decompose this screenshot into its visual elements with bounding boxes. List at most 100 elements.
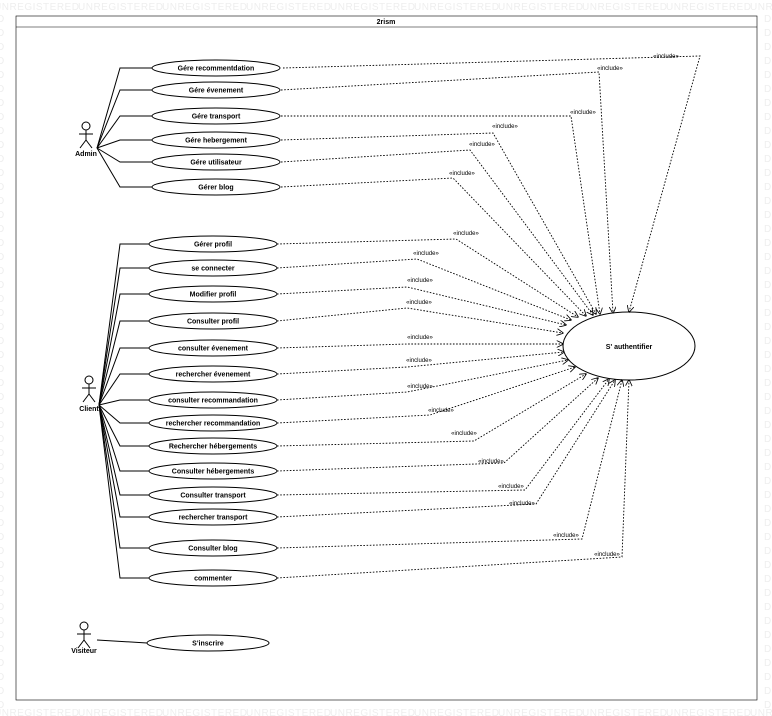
use-case-ellipse <box>151 107 281 125</box>
watermark-letter: D <box>0 532 5 543</box>
watermark-letter: D <box>0 14 5 25</box>
include-dependency <box>280 149 593 315</box>
use-case-ellipse <box>148 285 278 303</box>
watermark-letter: D <box>0 560 5 571</box>
use-case-s-inscrire[interactable]: S'inscrire <box>146 634 270 652</box>
use-case-gerer-profil[interactable]: Gérer profil <box>148 235 278 253</box>
use-case-rechercher-evenement[interactable]: rechercher évenement <box>148 365 278 383</box>
watermark-text: UNREGISTERED <box>582 708 667 716</box>
use-case-rechercher-transport[interactable]: rechercher transport <box>148 508 278 526</box>
association-line <box>98 404 149 549</box>
use-case-consulter-blog[interactable]: Consulter blog <box>148 539 278 557</box>
watermark-letter: D <box>764 196 772 207</box>
association-line <box>96 147 152 188</box>
use-case-label: se connecter <box>191 266 234 273</box>
use-case-label: Gére évenement <box>189 88 244 95</box>
use-case-rechercher-recommandation[interactable]: rechercher recommandation <box>148 414 278 432</box>
watermark-letter: D <box>764 42 772 53</box>
use-case-label: Gérer blog <box>198 185 233 192</box>
actor-label: Admin <box>75 151 97 158</box>
watermark-text: UNREGISTERED <box>414 2 499 13</box>
actor-head <box>79 621 89 631</box>
watermark-letter: D <box>0 126 5 137</box>
watermark-letter: D <box>0 154 5 165</box>
watermark-letter: D <box>0 448 5 459</box>
use-case-consulter-evenement[interactable]: consulter évenement <box>148 339 278 357</box>
include-dependency <box>280 132 596 314</box>
use-case-rechercher-hebergements[interactable]: Rechercher hébergements <box>148 437 278 455</box>
actor-admin[interactable]: Admin <box>75 121 97 158</box>
include-stereotype-label: «include» <box>492 124 518 130</box>
include-stereotype-label: «include» <box>407 335 433 341</box>
association-line <box>96 89 152 149</box>
watermark-letter: D <box>0 700 5 711</box>
include-dependency <box>276 258 571 320</box>
include-dependency <box>282 55 701 312</box>
use-case-s-authentifier[interactable]: S' authentifier <box>562 311 696 381</box>
use-case-modifier-profil[interactable]: Modifier profil <box>148 285 278 303</box>
use-case-label: consulter recommandation <box>168 398 258 405</box>
include-dependency <box>276 286 566 325</box>
watermark-letter: D <box>764 434 772 445</box>
use-case-ellipse <box>148 312 278 330</box>
association-line <box>98 293 149 406</box>
watermark-letter: D <box>0 406 5 417</box>
watermark-letter: D <box>0 476 5 487</box>
include-dependency <box>276 238 578 317</box>
use-case-gere-utilisateur[interactable]: Gére utilisateur <box>151 153 281 171</box>
include-stereotype-label: «include» <box>407 384 433 390</box>
include-stereotype-label: «include» <box>498 484 524 490</box>
use-case-consulter-profil[interactable]: Consulter profil <box>148 312 278 330</box>
use-case-consulter-transport[interactable]: Consulter transport <box>148 486 278 504</box>
association-line <box>98 404 149 518</box>
use-case-gere-transport[interactable]: Gére transport <box>151 107 281 125</box>
association-line <box>98 404 149 472</box>
watermark-letter: D <box>764 182 772 193</box>
use-case-consulter-hebergements[interactable]: Consulter hébergements <box>148 462 278 480</box>
include-stereotype-label: «include» <box>570 110 596 116</box>
use-case-label: Consulter blog <box>188 546 237 553</box>
watermark-letter: D <box>0 630 5 641</box>
use-case-gere-recommentdation[interactable]: Gére recommentdation <box>151 59 281 77</box>
use-case-label: Consulter transport <box>180 493 246 500</box>
watermark-letter: D <box>764 154 772 165</box>
use-case-gerer-blog[interactable]: Gérer blog <box>151 178 281 196</box>
use-case-gere-evenement[interactable]: Gére évenement <box>151 81 281 99</box>
watermark-letter: D <box>0 574 5 585</box>
use-case-ellipse <box>148 462 278 480</box>
use-case-se-connecter[interactable]: se connecter <box>148 259 278 277</box>
use-case-ellipse <box>148 391 278 409</box>
include-stereotype-label: «include» <box>406 300 432 306</box>
association-line <box>96 115 152 149</box>
watermark-text: UNREGISTERED <box>78 2 163 13</box>
use-case-ellipse <box>148 437 278 455</box>
watermark-letter: D <box>764 686 772 697</box>
actor-client[interactable]: Client <box>79 375 99 413</box>
watermark-letter: D <box>0 392 5 403</box>
association-line <box>98 267 149 406</box>
watermark-letter: D <box>764 84 772 95</box>
include-stereotype-label: «include» <box>509 501 535 507</box>
watermark-letter: D <box>764 210 772 221</box>
actor-visiteur[interactable]: Visiteur <box>71 621 97 655</box>
watermark-letter: D <box>764 406 772 417</box>
use-case-ellipse <box>148 235 278 253</box>
watermark-letter: D <box>0 504 5 515</box>
watermark-text: UNREGISTERED <box>78 708 163 716</box>
use-case-gere-hebergement[interactable]: Gére hebergement <box>151 131 281 149</box>
watermark-letter: D <box>0 238 5 249</box>
use-case-label: Consulter hébergements <box>172 469 255 476</box>
watermark-letter: D <box>0 252 5 263</box>
watermark-text: UNREGISTERED <box>162 2 247 13</box>
include-dependency <box>281 115 600 314</box>
use-case-consulter-recommandation[interactable]: consulter recommandation <box>148 391 278 409</box>
include-dependency <box>276 379 609 496</box>
watermark-letter: D <box>0 294 5 305</box>
watermark-letter: D <box>0 616 5 627</box>
actor-left-leg <box>82 393 90 403</box>
actor-head <box>81 121 91 131</box>
use-case-commenter[interactable]: commenter <box>148 569 278 587</box>
watermark-letter: D <box>764 602 772 613</box>
use-case-ellipse <box>148 414 278 432</box>
watermark-letter: D <box>764 350 772 361</box>
